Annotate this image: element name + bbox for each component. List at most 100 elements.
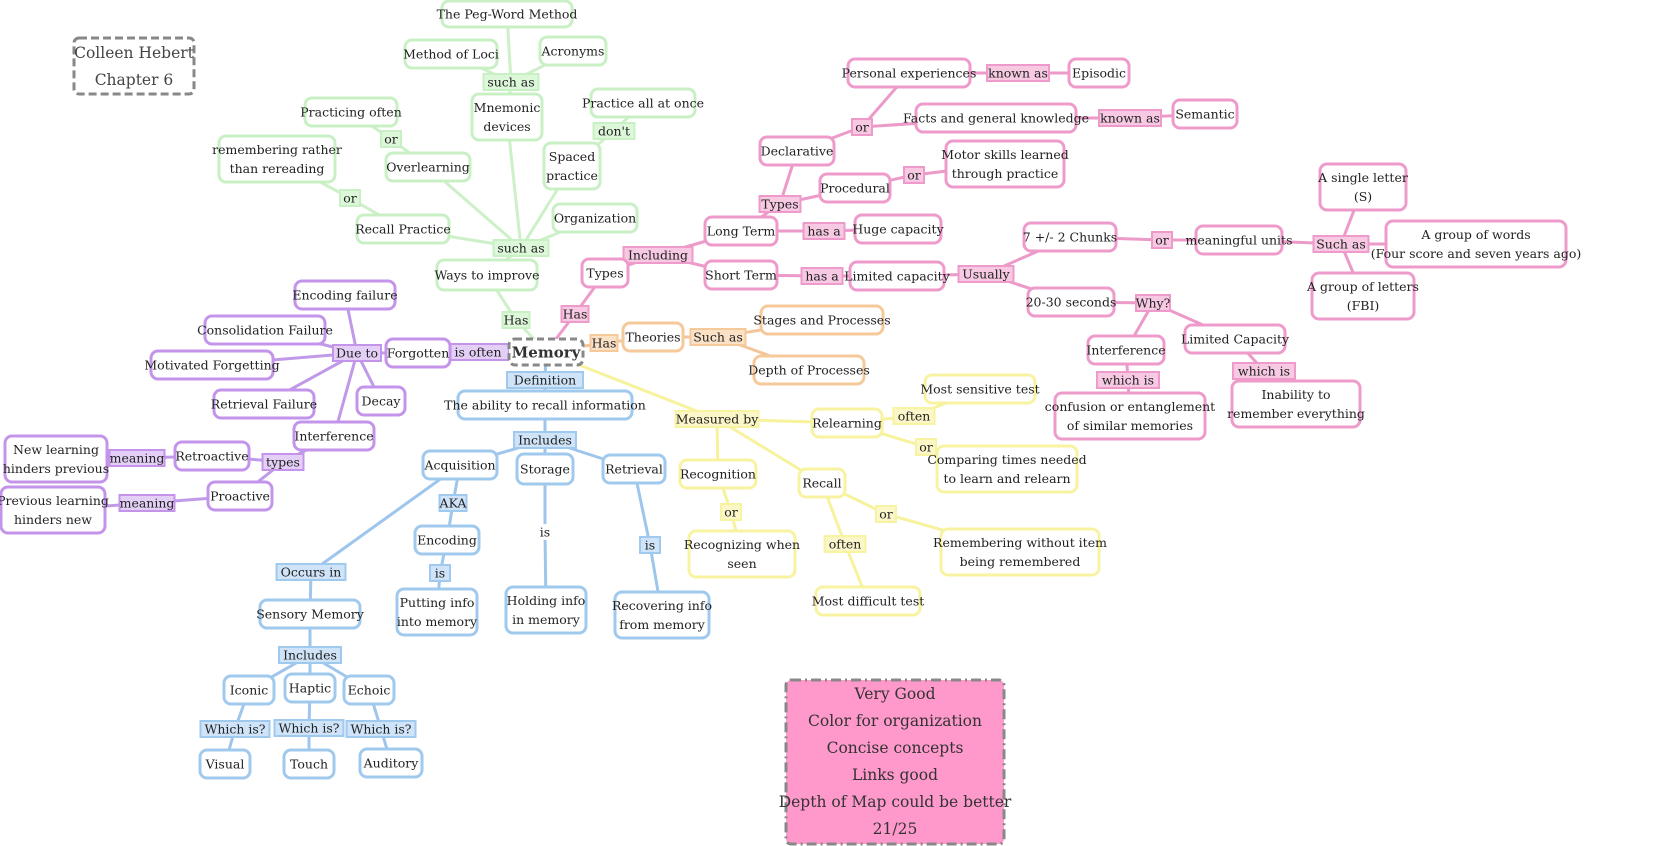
link-label-text: Includes — [518, 433, 572, 448]
node-depth[interactable]: Depth of Processes — [748, 354, 870, 386]
author-note-line: Colleen Hebert — [74, 44, 195, 62]
node-encoding-failure[interactable]: Encoding failure — [292, 279, 398, 311]
node-facts[interactable]: Facts and general knowledge — [903, 102, 1089, 134]
node-practice-all[interactable]: Practice all at once — [582, 87, 704, 119]
node-recall-practice[interactable]: Recall Practice — [355, 213, 451, 245]
link-label-box — [622, 246, 694, 264]
node-episodic[interactable]: Episodic — [1067, 57, 1131, 89]
node-limited-capacity[interactable]: Limited capacity — [844, 260, 951, 292]
node-recognition[interactable]: Recognition — [678, 458, 758, 490]
node-group-letters[interactable]: A group of letters(FBI) — [1306, 271, 1419, 321]
link-label-text: Has — [504, 313, 529, 328]
node-short-term[interactable]: Short Term — [703, 259, 779, 291]
node-relearning[interactable]: Relearning — [810, 407, 884, 439]
central-topic-memory[interactable]: Memory — [507, 337, 585, 367]
review-note-line: Color for organization — [808, 712, 982, 730]
node-text: Most difficult test — [812, 594, 925, 609]
node-text: Forgotten — [387, 346, 450, 361]
node-peg-word[interactable]: The Peg-Word Method — [437, 0, 578, 29]
link-label-box — [1135, 294, 1171, 312]
node-types[interactable]: Types — [580, 257, 630, 289]
node-box — [914, 102, 1078, 134]
node-theories[interactable]: Theories — [621, 321, 685, 353]
node-overlearning[interactable]: Overlearning — [384, 151, 472, 183]
node-practicing-often[interactable]: Practicing often — [300, 96, 402, 128]
node-visual[interactable]: Visual — [198, 748, 252, 780]
node-haptic[interactable]: Haptic — [283, 672, 337, 704]
node-most-difficult[interactable]: Most difficult test — [812, 585, 925, 617]
node-group-words[interactable]: A group of words(Four score and seven ye… — [1371, 219, 1582, 269]
link-label-box — [802, 222, 846, 240]
node-iconic[interactable]: Iconic — [222, 674, 276, 706]
node-box — [797, 467, 847, 499]
link-label-box — [689, 328, 747, 346]
node-seven-chunks[interactable]: 7 +/- 2 Chunks — [1022, 221, 1118, 253]
node-semantic[interactable]: Semantic — [1171, 98, 1239, 130]
link-label-which-is-iconic: Which is? — [199, 720, 271, 738]
node-auditory[interactable]: Auditory — [358, 747, 424, 779]
node-declarative[interactable]: Declarative — [758, 135, 836, 167]
node-box — [1022, 221, 1118, 253]
node-forgotten[interactable]: Forgotten — [384, 337, 452, 369]
node-interference-st[interactable]: Interference — [1086, 334, 1166, 366]
link-label-text: Such as — [1316, 237, 1366, 252]
node-retrieval-failure[interactable]: Retrieval Failure — [211, 388, 317, 420]
node-echoic[interactable]: Echoic — [342, 674, 396, 706]
node-box — [212, 388, 316, 420]
link-label-which-is-haptic: Which is? — [273, 719, 345, 737]
node-huge-capacity[interactable]: Huge capacity — [852, 213, 945, 245]
node-organization[interactable]: Organization — [551, 202, 639, 234]
node-retrieval[interactable]: Retrieval — [601, 453, 667, 485]
node-box — [515, 452, 575, 486]
node-text: Retroactive — [175, 449, 248, 464]
link-label-text: types — [266, 455, 300, 470]
node-text: Motor skills learned — [941, 147, 1068, 162]
node-ability[interactable]: The ability to recall information — [444, 389, 646, 421]
node-meaningful-units[interactable]: meaningful units — [1186, 224, 1293, 256]
link-label-box — [674, 410, 760, 428]
node-storage[interactable]: Storage — [515, 452, 575, 486]
node-twenty-thirty[interactable]: 20-30 seconds — [1026, 286, 1117, 318]
node-consolidation-failure[interactable]: Consolidation Failure — [197, 314, 333, 346]
node-limited-capacity2[interactable]: Limited Capacity — [1181, 323, 1290, 355]
node-acronyms[interactable]: Acronyms — [538, 35, 608, 67]
node-most-sensitive[interactable]: Most sensitive test — [920, 373, 1040, 405]
node-retroactive[interactable]: Retroactive — [173, 440, 251, 472]
node-long-term[interactable]: Long Term — [703, 215, 779, 247]
node-method-of-loci[interactable]: Method of Loci — [403, 38, 499, 70]
node-sensory-memory[interactable]: Sensory Memory — [256, 598, 365, 630]
node-proactive[interactable]: Proactive — [206, 480, 274, 512]
node-acquisition[interactable]: Acquisition — [421, 449, 499, 481]
author-note-line: Chapter 6 — [95, 71, 174, 89]
node-ways-to-improve[interactable]: Ways to improve — [435, 258, 540, 292]
node-procedural[interactable]: Procedural — [818, 172, 892, 204]
node-touch[interactable]: Touch — [282, 748, 336, 780]
link-label-which-is-lc: which is — [1232, 362, 1296, 380]
node-motivated-forgetting[interactable]: Motivated Forgetting — [144, 349, 280, 381]
node-single-letter[interactable]: A single letter(S) — [1317, 162, 1408, 212]
node-encoding[interactable]: Encoding — [413, 524, 481, 556]
node-text: Consolidation Failure — [197, 323, 333, 338]
node-personal-exp[interactable]: Personal experiences — [842, 57, 977, 89]
node-interference-f[interactable]: Interference — [292, 420, 376, 452]
node-recall[interactable]: Recall — [797, 467, 847, 499]
node-stages[interactable]: Stages and Processes — [753, 304, 891, 336]
node-decay[interactable]: Decay — [355, 385, 407, 417]
